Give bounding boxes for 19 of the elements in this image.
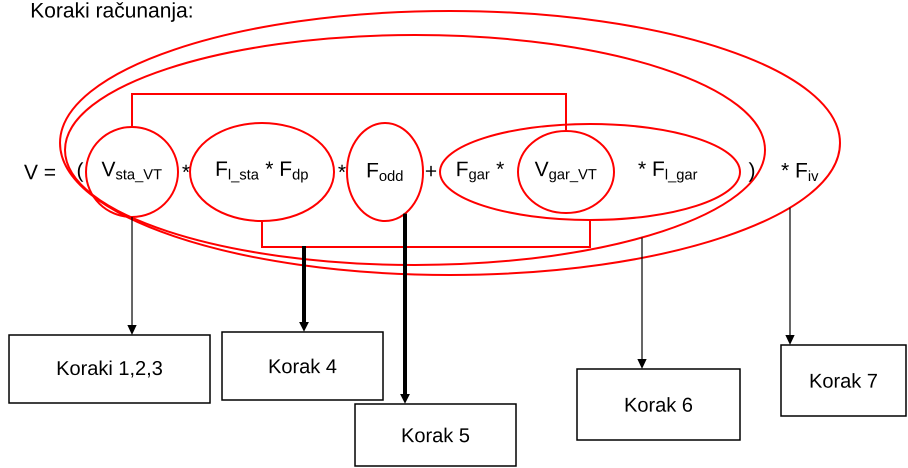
formula-text: (	[78, 162, 84, 182]
formula-text: V$_{sta_VT}$	[102, 162, 162, 182]
step-box: Koraki 1,2,3	[8, 334, 211, 404]
title: Koraki računanja:	[32, 2, 192, 22]
formula-text: +	[426, 166, 436, 176]
formula-text: )	[748, 162, 754, 182]
formula-text: V$_{gar_VT}$	[534, 162, 597, 182]
step-box: Korak 4	[221, 331, 384, 401]
formula-text: *	[338, 164, 346, 172]
formula-text: V =	[24, 164, 55, 180]
formula-text: *	[182, 164, 190, 172]
formula-text: F$_{odd}$	[368, 162, 402, 182]
step-box: Korak 5	[354, 403, 517, 467]
formula-text: * F$_{l_gar}$	[638, 162, 698, 182]
formula-text: * F$_{iv}$	[781, 163, 818, 181]
formula-text: F$_{l_sta}$ * F$_{dp}$	[216, 162, 308, 182]
step-box: Korak 7	[780, 344, 907, 417]
formula-text: F$_{gar}$ *	[457, 162, 504, 182]
step-box: Korak 6	[576, 368, 741, 441]
